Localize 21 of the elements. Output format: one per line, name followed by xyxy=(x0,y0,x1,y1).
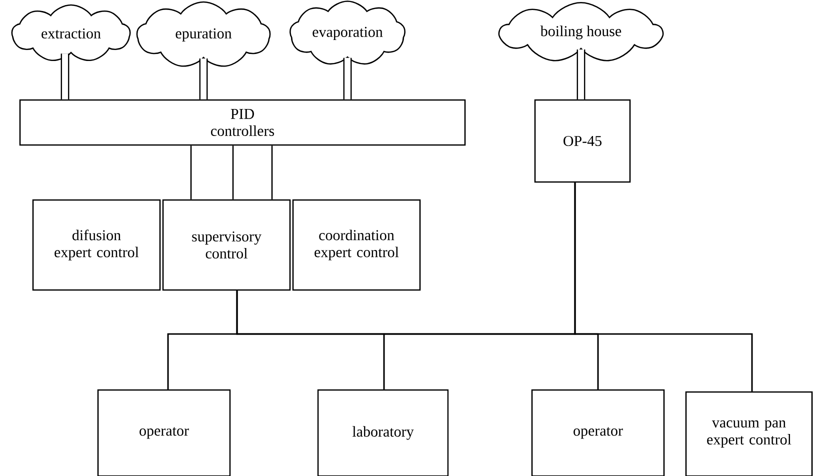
double-line xyxy=(199,58,208,100)
process-cloud: epuration xyxy=(136,1,271,67)
double-line xyxy=(343,58,352,100)
process-box: operator xyxy=(531,389,665,476)
connector-line xyxy=(190,146,192,200)
process-box: PID controllers xyxy=(19,99,466,146)
process-box: OP-45 xyxy=(534,99,631,183)
process-cloud: boiling house xyxy=(498,2,664,62)
process-cloud: evaporation xyxy=(290,0,406,65)
bus-line xyxy=(574,182,753,392)
connector-line xyxy=(271,146,273,200)
process-box: laboratory xyxy=(317,389,449,476)
process-box: coordination expert control xyxy=(292,199,421,291)
process-box: vacuum pan expert control xyxy=(685,391,813,476)
process-box: operator xyxy=(97,389,231,476)
double-line xyxy=(576,50,586,100)
process-box: supervisory control xyxy=(162,199,291,291)
process-box: difusion expert control xyxy=(32,199,161,291)
connector-line xyxy=(232,146,234,200)
process-cloud: extraction xyxy=(11,4,131,62)
double-line xyxy=(60,54,70,100)
